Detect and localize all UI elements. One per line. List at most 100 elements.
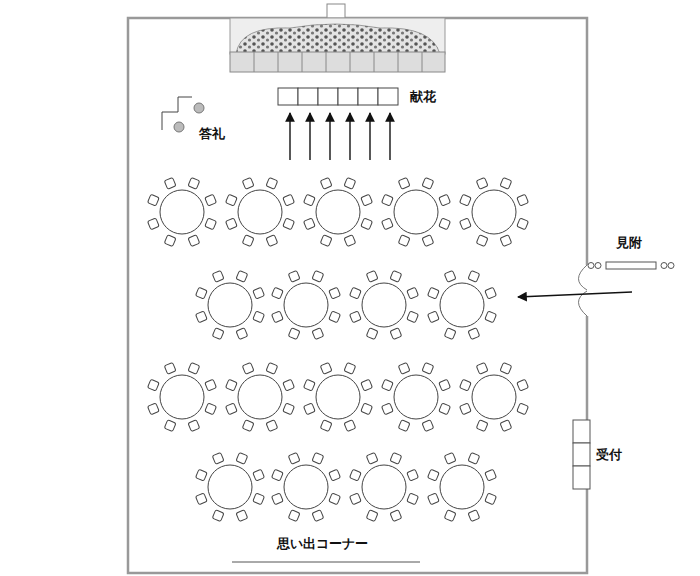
altar bbox=[230, 4, 445, 72]
chair bbox=[500, 177, 512, 189]
chair bbox=[390, 510, 402, 522]
chair bbox=[439, 403, 451, 415]
altar-cells bbox=[254, 52, 422, 72]
chair bbox=[329, 287, 341, 299]
round-table bbox=[459, 362, 528, 431]
chair bbox=[236, 452, 248, 464]
chair bbox=[205, 403, 217, 415]
round-table bbox=[349, 270, 418, 339]
chair bbox=[361, 194, 373, 206]
chair bbox=[271, 311, 283, 323]
chair bbox=[212, 510, 224, 522]
chair bbox=[500, 420, 512, 432]
chair bbox=[439, 194, 451, 206]
chair bbox=[381, 379, 393, 391]
chair bbox=[427, 493, 439, 505]
chair bbox=[427, 287, 439, 299]
chair bbox=[212, 452, 224, 464]
chair bbox=[459, 403, 471, 415]
chair bbox=[344, 362, 356, 374]
chair bbox=[444, 452, 456, 464]
chair bbox=[205, 379, 217, 391]
chair bbox=[236, 328, 248, 340]
chair bbox=[361, 403, 373, 415]
chair bbox=[283, 379, 295, 391]
chair bbox=[288, 452, 300, 464]
chair bbox=[147, 379, 159, 391]
chair bbox=[468, 452, 480, 464]
chair bbox=[468, 270, 480, 282]
chair bbox=[485, 493, 497, 505]
chair bbox=[188, 235, 200, 247]
entrance-label: 見附 bbox=[616, 236, 642, 250]
chair bbox=[147, 218, 159, 230]
round-tables bbox=[147, 177, 528, 521]
chair bbox=[164, 177, 176, 189]
chair bbox=[242, 177, 254, 189]
round-table bbox=[271, 452, 340, 521]
round-table bbox=[349, 452, 418, 521]
chair bbox=[288, 510, 300, 522]
chair bbox=[283, 403, 295, 415]
round-table bbox=[147, 177, 216, 246]
chair bbox=[242, 235, 254, 247]
chair bbox=[366, 452, 378, 464]
chair bbox=[242, 362, 254, 374]
chair bbox=[444, 510, 456, 522]
chair bbox=[500, 362, 512, 374]
chair bbox=[459, 379, 471, 391]
chair bbox=[344, 420, 356, 432]
chair bbox=[312, 510, 324, 522]
round-table bbox=[303, 177, 372, 246]
chair bbox=[476, 177, 488, 189]
chair bbox=[517, 194, 529, 206]
door bbox=[579, 265, 588, 316]
chair bbox=[444, 270, 456, 282]
chair bbox=[195, 493, 207, 505]
chair bbox=[390, 270, 402, 282]
chair bbox=[195, 311, 207, 323]
chair bbox=[439, 379, 451, 391]
chair bbox=[517, 403, 529, 415]
chair bbox=[361, 218, 373, 230]
chair bbox=[312, 328, 324, 340]
chair bbox=[312, 452, 324, 464]
chair bbox=[459, 194, 471, 206]
greeting-area bbox=[162, 97, 204, 132]
chair bbox=[236, 510, 248, 522]
round-table bbox=[427, 270, 496, 339]
chair bbox=[427, 311, 439, 323]
chair bbox=[444, 328, 456, 340]
chair bbox=[485, 469, 497, 481]
chair bbox=[344, 177, 356, 189]
chair bbox=[271, 493, 283, 505]
chair bbox=[195, 287, 207, 299]
chair bbox=[344, 235, 356, 247]
entrance-bar bbox=[588, 262, 674, 269]
chair bbox=[390, 452, 402, 464]
chair bbox=[253, 311, 265, 323]
chair bbox=[349, 287, 361, 299]
chair bbox=[517, 379, 529, 391]
chair bbox=[407, 311, 419, 323]
chair bbox=[398, 235, 410, 247]
chair bbox=[320, 420, 332, 432]
chair bbox=[398, 362, 410, 374]
chair bbox=[485, 287, 497, 299]
chair bbox=[422, 362, 434, 374]
chair bbox=[320, 235, 332, 247]
chair bbox=[225, 194, 237, 206]
chair bbox=[236, 270, 248, 282]
chair bbox=[266, 177, 278, 189]
chair bbox=[253, 469, 265, 481]
chair bbox=[312, 270, 324, 282]
chair bbox=[381, 403, 393, 415]
round-table bbox=[459, 177, 528, 246]
chair bbox=[320, 177, 332, 189]
chair bbox=[329, 311, 341, 323]
chair bbox=[225, 379, 237, 391]
chair bbox=[225, 218, 237, 230]
chair bbox=[283, 194, 295, 206]
chair bbox=[205, 218, 217, 230]
reception-label: 受付 bbox=[596, 448, 622, 462]
